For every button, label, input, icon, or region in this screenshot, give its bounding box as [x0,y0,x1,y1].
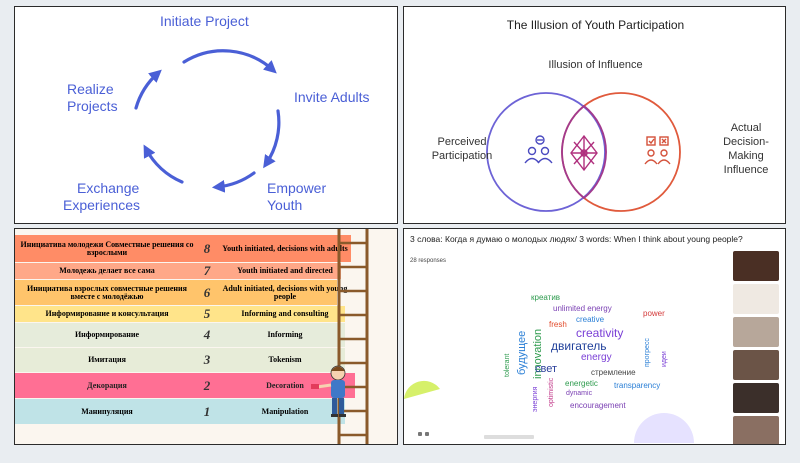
word-cloud-slide: 3 слова: Когда я думаю о молодых людях/ … [403,228,786,445]
step-exchange-experiences: Exchange Experiences [63,180,141,213]
right-label: Actual Decision- Making Influence [723,122,769,176]
rung-number: 1 [203,403,211,419]
decision-people-icon [644,136,671,165]
participant-video-tile[interactable] [733,383,779,413]
slide-title: The Illusion of Youth Participation [506,18,685,32]
rung-english-label: Tokenism [268,355,302,364]
rung-number: 3 [203,352,211,367]
ladder-slide: Инициатива молодежи Совместные решения с… [14,228,398,445]
decor-shape [404,380,440,399]
rung-number: 6 [203,284,211,300]
left-label: Perceived Participation [431,136,493,162]
rung-english-label: Informing [267,330,303,339]
responses-count: 28 responses [410,258,447,264]
rung-english-label: Youth initiated and directed [237,266,333,275]
question-title: 3 слова: Когда я думаю о молодых людях/ … [410,234,743,244]
rung-number: 7 [203,263,211,278]
rung-russian-label: Информирование и консультация [45,309,169,318]
participant-video-tile[interactable] [733,317,779,347]
rung-english-label: Youth initiated, decisions with adults [222,243,348,253]
participant-video-tile[interactable] [733,251,779,281]
rung-number: 5 [203,306,211,321]
step-initiate-project: Initiate Project [160,13,249,29]
cycle-arrows [134,49,281,193]
rung-russian-label: Молодежь делает все сама [59,266,155,275]
ladder-rung: Информирование и консультация 5 Informing … [15,306,345,322]
rung-russian-label: Манипуляция [81,406,133,416]
ladder-rung: Манипуляция 1 Manipulation [15,399,345,424]
ladder-rung: Декорация 2 Decoration [15,373,355,398]
ladder-rung: Имитация 3 Tokenism [15,348,345,372]
participant-video-tile[interactable] [733,284,779,314]
step-realize-projects: Realize Projects [67,81,118,114]
decor-shape [634,413,694,443]
ladder-rung: Молодежь делает все сама 7 Youth initiated… [15,263,341,279]
footer-bar [484,435,534,439]
control-button[interactable] [425,432,429,436]
step-empower-youth: Empower Youth [267,180,327,213]
rung-number: 4 [203,327,211,342]
ladder-rung: Информирование 4 Informing [15,323,345,347]
venn-slide: The Illusion of Youth Participation Illu… [403,6,786,224]
participant-video-tile[interactable] [733,416,779,444]
rung-russian-label: Имитация [88,355,126,364]
network-icon [570,134,598,172]
rung-russian-label: Информирование [74,330,140,339]
center-label: Illusion of Influence [548,59,643,71]
rung-english-label: Informing and consulting [241,309,329,318]
venn-diagram [486,92,681,212]
boy-painting-illustration [311,365,346,417]
control-button[interactable] [418,432,422,436]
step-invite-adults: Invite Adults [294,89,370,105]
rung-english-label: Manipulation [261,406,309,416]
rung-english-label: Adult initiated, decisions with young pe… [222,283,348,301]
participant-video-tile[interactable] [733,350,779,380]
cycle-slide: Initiate Project Invite Adults Empower Y… [14,6,398,224]
rung-russian-label: Декорация [87,380,127,390]
rung-english-label: Decoration [266,380,304,390]
ladder-rung: Инициатива взрослых совместные решения в… [15,280,347,305]
ladder-rung: Инициатива молодежи Совместные решения с… [15,235,351,262]
rung-russian-label: Инициатива молодежи Совместные решения с… [20,239,194,257]
rung-russian-label: Инициатива взрослых совместные решения в… [27,283,187,301]
people-icon [524,135,553,164]
rung-number: 8 [203,240,211,256]
rung-number: 2 [203,377,211,393]
